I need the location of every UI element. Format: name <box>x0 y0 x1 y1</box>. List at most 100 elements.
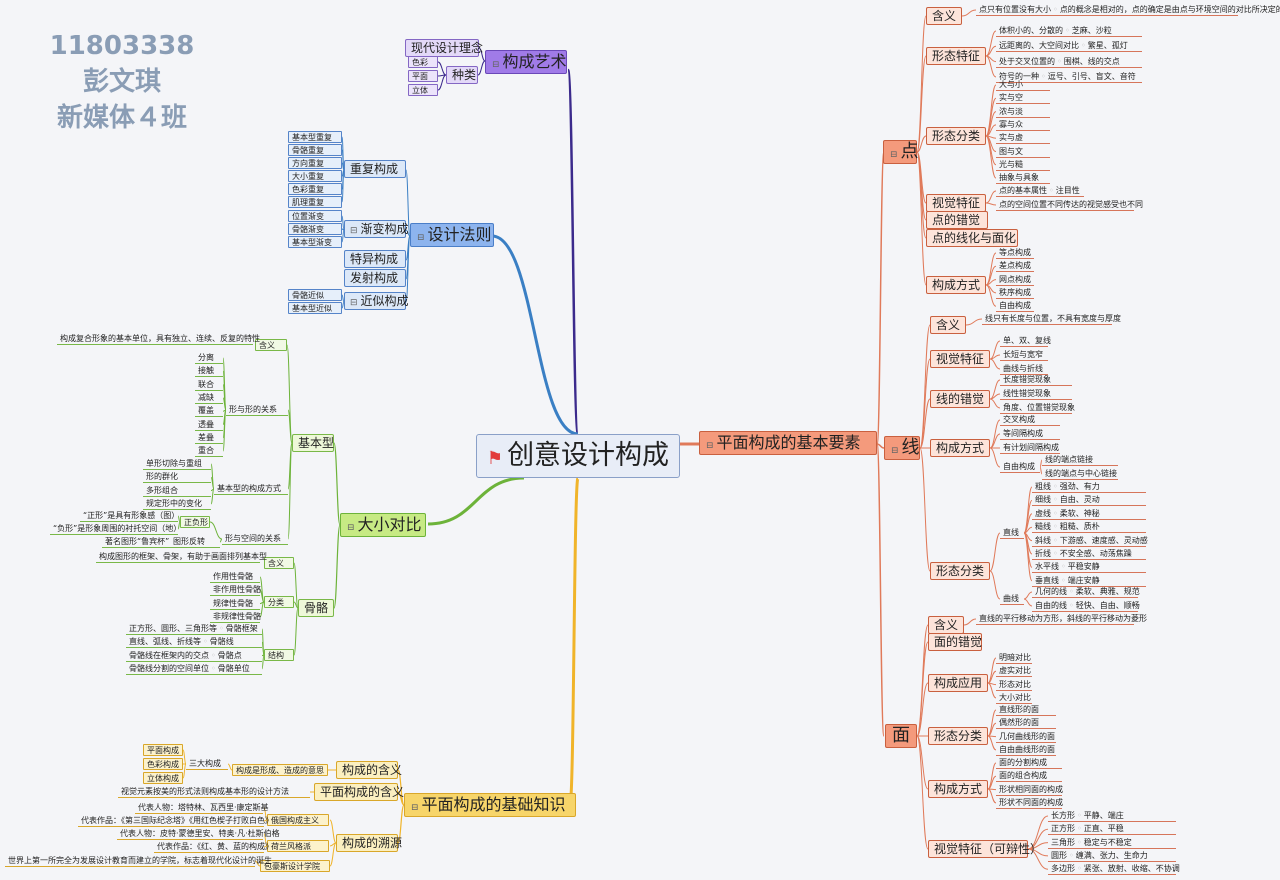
node-basic-relation-item[interactable]: 联合 <box>195 379 223 391</box>
node-face-meaning-text[interactable]: 直线的平行移动为方形，斜线的平行移动为菱形 <box>976 613 1147 625</box>
node-art-kind[interactable]: 立体 <box>408 84 438 96</box>
node-skel-class-item[interactable]: 非规律性骨骼 <box>210 611 261 623</box>
node-origin-bauhaus[interactable]: 包豪斯设计学院 <box>260 860 330 872</box>
node-dot-classify-item[interactable]: 光与糙 <box>996 159 1050 171</box>
node-basic-relation-item[interactable]: 接触 <box>195 365 223 378</box>
node-face-apply-item[interactable]: 明暗对比 <box>996 652 1032 664</box>
node-dot-classify-item[interactable]: 实与空 <box>996 92 1050 105</box>
node-dot-method-item[interactable]: 自由构成 <box>996 300 1034 313</box>
node-dot-visual-item[interactable]: 点的基本属性◦注目性 <box>996 185 1084 197</box>
node-skel-struct-item[interactable]: 直线、弧线、折线等◦骨骼线 <box>126 636 262 649</box>
node-dot-child[interactable]: 形态分类 <box>926 127 986 145</box>
node-basic-method-item[interactable]: 单形切除与重组 <box>143 458 211 470</box>
node-line-child[interactable]: 视觉特征 <box>930 350 990 368</box>
node-line-straight-item[interactable]: 折线◦不安全感、动荡焦躁 <box>1032 548 1146 560</box>
node-basic-reverse[interactable]: 著名图形“鲁宾杯” <box>102 536 218 548</box>
node-face-child[interactable]: 构成应用 <box>928 674 988 692</box>
node-skel-class-item[interactable]: 非作用性骨骼 <box>210 584 261 597</box>
node-face-visual-item[interactable]: 多边形◦紧张、放射、收缩、不协调 <box>1048 863 1180 876</box>
node-basic-space[interactable]: 形与空间的关系 <box>222 533 288 545</box>
node-line-visual-item[interactable]: 长短与宽窄 <box>1000 349 1048 361</box>
node-dot-child[interactable]: 含义 <box>926 7 962 25</box>
node-basic-relation-item[interactable]: 差叠 <box>195 432 223 444</box>
root-node[interactable]: ⚑创意设计构成 <box>476 434 680 478</box>
node-face-apply-item[interactable]: 大小对比 <box>996 692 1032 704</box>
node-face-apply-item[interactable]: 虚实对比 <box>996 665 1032 678</box>
node-basic-positive-item[interactable]: “正形”是具有形象感（图） <box>80 510 179 522</box>
node-dot-form-item[interactable]: 处于交叉位置的◦围棋、线的交点 <box>996 56 1142 68</box>
node-russian-people[interactable]: 代表人物：塔特林、瓦西里·康定斯基 <box>135 802 269 814</box>
node-basic-relation-item[interactable]: 重合 <box>195 445 223 458</box>
node-bauhaus-desc[interactable]: 世界上第一所完全为发展设计教育而建立的学院，标志着现代化设计的诞生 <box>5 855 272 867</box>
node-dot-classify-item[interactable]: 浓与淡 <box>996 106 1050 118</box>
node-line-straight-item[interactable]: 虚线◦柔软、神秘 <box>1032 508 1146 520</box>
node-law-repeat-item[interactable]: 大小重复 <box>288 170 342 182</box>
node-line-free[interactable]: 自由构成 <box>1000 461 1040 473</box>
node-law-gradual-item[interactable]: 位置渐变 <box>288 210 342 222</box>
node-art-kind[interactable]: 平面 <box>408 70 438 82</box>
node-meaning-three-item[interactable]: 平面构成 <box>143 744 183 756</box>
collapse-icon[interactable]: ⊟ <box>706 441 714 451</box>
node-dot-form-item[interactable]: 体积小的、分散的◦芝麻、沙粒 <box>996 25 1142 37</box>
node-dot-child[interactable]: 构成方式 <box>926 276 986 294</box>
node-art-concept[interactable]: 现代设计理念 <box>405 39 483 57</box>
node-face-child[interactable]: 构成方式 <box>928 780 988 798</box>
collapse-icon[interactable]: ⊟ <box>492 60 500 70</box>
node-basic-positive-item[interactable]: “负形”是形象周围的衬托空间（地） <box>50 523 181 535</box>
node-russian-works[interactable]: 代表作品：《第三国际纪念塔》《用红色楔子打败白色》 <box>78 815 273 827</box>
collapse-icon[interactable]: ⊟ <box>350 226 358 236</box>
node-meaning-detail[interactable]: 构成是形成、造成的意思 <box>232 764 328 776</box>
node-line-straight-item[interactable]: 垂直线◦端庄安静 <box>1032 575 1146 587</box>
node-basic-meaning[interactable]: 含义 <box>255 339 287 351</box>
node-face-visual-item[interactable]: 正方形◦正直、平稳 <box>1048 823 1176 836</box>
node-meaning-three-item[interactable]: 色彩构成 <box>143 758 183 770</box>
node-line-method-item[interactable]: 有计划间隔构成 <box>1000 442 1060 454</box>
node-dot-child[interactable]: 视觉特征 <box>926 194 986 212</box>
node-basics[interactable]: ⊟平面构成的基础知识 <box>404 793 576 817</box>
collapse-icon[interactable]: ⊟ <box>347 523 355 533</box>
node-basic-relation[interactable]: 形与形的关系 <box>226 404 288 416</box>
collapse-icon[interactable]: ⊟ <box>411 803 419 813</box>
node-basic-reverse-label[interactable]: 图形反转 <box>170 536 220 548</box>
node-dot-child[interactable]: 点的错觉 <box>926 211 988 229</box>
node-line-straight[interactable]: 直线 <box>1000 527 1024 539</box>
node-law-gradual-item[interactable]: 骨骼渐变 <box>288 223 342 235</box>
node-line-illusion-item[interactable]: 线性错觉现象 <box>1000 388 1072 400</box>
node-law-repeat-item[interactable]: 肌理重复 <box>288 196 342 208</box>
node-dot-form-item[interactable]: 符号的一种◦逗号、引号、盲文、音符 <box>996 71 1142 83</box>
node-skel-meaning-text[interactable]: 构成图形的框架、骨架，有助于画面排列基本型 <box>96 551 267 563</box>
node-basic-method-item[interactable]: 规定形中的变化 <box>143 498 211 510</box>
node-dot-method-item[interactable]: 等点构成 <box>996 247 1034 259</box>
node-basic-positive[interactable]: 正负形 <box>180 516 210 528</box>
node-dot-form-item[interactable]: 远距离的、大空间对比◦繁星、孤灯 <box>996 40 1142 53</box>
node-skel-meaning[interactable]: 含义 <box>264 557 294 569</box>
node-basics-meaning[interactable]: 构成的含义 <box>336 761 402 779</box>
node-elements[interactable]: ⊟平面构成的基本要素 <box>699 431 877 455</box>
node-size[interactable]: ⊟大小对比 <box>340 513 426 537</box>
node-skel-class[interactable]: 分类 <box>264 596 294 608</box>
node-skel-class-item[interactable]: 规律性骨骼 <box>210 598 260 610</box>
node-skel-struct[interactable]: 结构 <box>264 649 294 661</box>
node-skel-struct-item[interactable]: 正方形、圆形、三角形等◦骨骼框架 <box>126 623 262 635</box>
node-art-kind[interactable]: 色彩 <box>408 56 438 68</box>
node-art-kinds[interactable]: 种类 <box>446 66 478 84</box>
node-dot-visual-item[interactable]: 点的空间位置不同传达的视觉感受也不同 <box>996 199 1143 211</box>
node-skel-class-item[interactable]: 作用性骨骼 <box>210 571 260 583</box>
node-law-similar[interactable]: ⊟近似构成 <box>344 292 409 310</box>
node-dot-meaning-text[interactable]: 点只有位置没有大小◦点的概念是相对的，点的确定是由点与环境空间的对比所决定的。 <box>976 4 1280 16</box>
node-line-child[interactable]: 形态分类 <box>930 562 990 580</box>
collapse-icon[interactable]: ⊟ <box>891 446 899 456</box>
node-art[interactable]: ⊟构成艺术 <box>485 50 567 74</box>
node-face-child[interactable]: 形态分类 <box>928 727 988 745</box>
node-meaning-three[interactable]: 三大构成 <box>186 758 228 770</box>
node-basic-method-item[interactable]: 多形组合 <box>143 485 211 497</box>
node-line-child[interactable]: 构成方式 <box>930 439 990 457</box>
node-line-child[interactable]: 线的错觉 <box>930 390 990 408</box>
collapse-icon[interactable]: ⊟ <box>417 233 425 243</box>
node-size-skeleton[interactable]: 骨骼 <box>298 599 334 617</box>
node-law-repeat-item[interactable]: 色彩重复 <box>288 183 342 195</box>
node-size-basic[interactable]: 基本型 <box>292 434 334 452</box>
node-law-gradual-item[interactable]: 基本型渐变 <box>288 236 342 248</box>
node-face-child[interactable]: 含义 <box>928 616 964 634</box>
node-origin-russian[interactable]: 俄国构成主义 <box>267 814 329 826</box>
